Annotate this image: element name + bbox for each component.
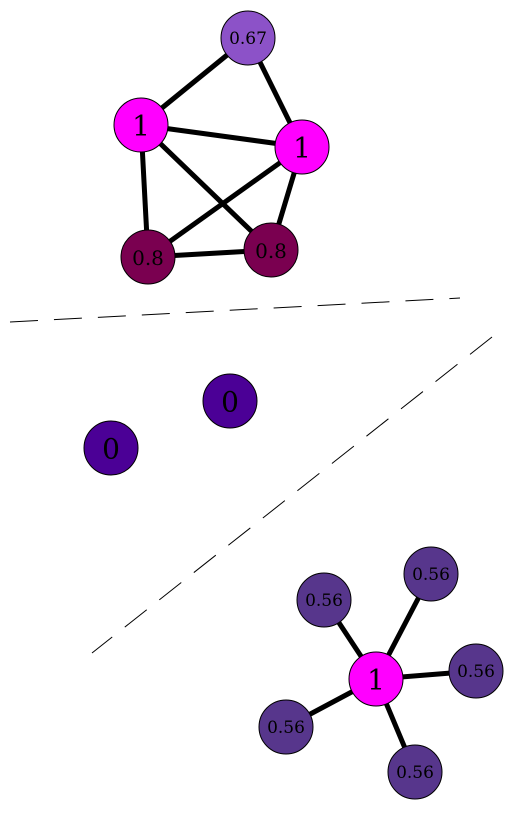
node-label: 0.56 [412,565,450,585]
node-label: 1 [132,110,150,143]
node-circle [83,420,139,476]
node-circle [274,119,330,175]
node-label: 0.56 [305,591,343,611]
node-b_5: 0.56 [387,744,443,800]
node-label: 1 [367,664,385,697]
node-circle [113,97,169,153]
node-b_1: 0.56 [403,546,459,602]
node-label: 0.8 [255,239,287,263]
node-t_e: 0.8 [243,222,299,278]
divider-horizontal [9,297,461,323]
node-circle [348,651,404,707]
node-circle [258,699,314,755]
node-circle [296,572,352,628]
node-t_d: 0.8 [120,229,176,285]
edge-t_c-t_d [145,144,305,260]
node-label: 0.56 [396,763,434,783]
node-label: 1 [293,132,311,165]
node-m_b: 0 [83,420,139,476]
node-layer: 0.67 1 1 0.8 0.8 0 0 1 0.56 0.56 0.56 0.56 0.56 [83,10,504,800]
node-label: 0.56 [457,662,495,682]
node-b_4: 0.56 [258,699,314,755]
node-label: 0 [221,386,239,419]
node-m_a: 0 [202,373,258,429]
node-circle [202,373,258,429]
section-dividers [9,297,493,654]
edge-t_b-t_e [138,122,274,253]
node-t_a: 0.67 [220,10,276,66]
node-circle [220,10,276,66]
node-label: 0 [102,433,120,466]
node-label: 0.67 [229,29,267,49]
node-t_b: 1 [113,97,169,153]
node-b_center: 1 [348,651,404,707]
node-circle [448,643,504,699]
node-circle [387,744,443,800]
node-label: 0.8 [132,246,164,270]
node-b_2: 0.56 [296,572,352,628]
node-circle [243,222,299,278]
node-t_c: 1 [274,119,330,175]
node-b_3: 0.56 [448,643,504,699]
node-circle [403,546,459,602]
node-label: 0.56 [267,718,305,738]
divider-diagonal [91,336,493,654]
node-circle [120,229,176,285]
